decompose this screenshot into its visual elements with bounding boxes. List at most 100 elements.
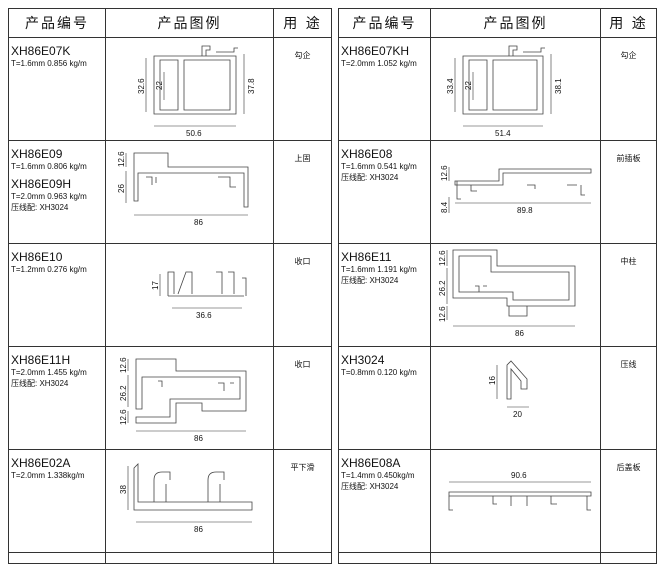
dim-right: 37.8: [247, 78, 256, 94]
product-figure: 16 20: [430, 346, 601, 450]
use-label: 前插板: [616, 154, 641, 163]
dim-width: 51.4: [495, 129, 511, 138]
profile-drawing: 12.6 26.2 12.6 86: [438, 249, 576, 338]
product-figure: 12.6 8.4 89.8: [430, 140, 601, 244]
product-code: XH86E11: [341, 250, 392, 264]
dim-bottom: 8.4: [440, 201, 449, 213]
pairing-note: 压线配: XH3024: [341, 276, 399, 285]
product-info: XH86E08A T=1.4mm 0.450kg/m 压线配: XH3024: [338, 449, 431, 553]
product-use: 压线: [600, 346, 657, 450]
profile-drawing: 33.4 22 38.1 51.4: [446, 45, 563, 138]
product-figure: 12.6 26 86: [105, 140, 274, 244]
use-label: 收口: [294, 257, 311, 266]
use-label: 勾企: [294, 51, 311, 60]
product-spec: T=1.6mm 0.541 kg/m: [341, 162, 417, 171]
product-spec: T=1.4mm 0.450kg/m: [341, 471, 415, 480]
product-spec: T=1.6mm 0.806 kg/m: [11, 162, 87, 171]
product-figure: 32.6 22 37.8 50.6: [105, 37, 274, 141]
use-label: 平下滑: [290, 463, 315, 472]
dim-width: 50.6: [186, 129, 202, 138]
dim-height: 17: [151, 281, 160, 290]
dim-width: 90.6: [511, 471, 527, 480]
product-use: 后盖板: [600, 449, 657, 553]
product-figure: 17 36.6: [105, 243, 274, 347]
profile-drawing: 12.6 26.2 12.6 86: [119, 357, 247, 443]
profile-drawing: 90.6: [448, 471, 592, 511]
pairing-note: 压线配: XH3024: [11, 379, 69, 388]
table-row: XH86E08 T=1.6mm 0.541 kg/m 压线配: XH3024 1…: [338, 140, 657, 244]
product-use: 勾企: [273, 37, 332, 141]
table-row: XH86E09 T=1.6mm 0.806 kg/m XH86E09H T=2.…: [8, 140, 332, 244]
product-info: XH86E02A T=2.0mm 1.338kg/m: [8, 449, 106, 553]
dim-height: 32.6: [137, 78, 146, 94]
product-use: 收口: [273, 346, 332, 450]
table-row: XH3024 T=0.8mm 0.120 kg/m 16 20 压线: [338, 346, 657, 450]
table-row: XH86E07KH T=2.0mm 1.052 kg/m 33.4 22 38.…: [338, 37, 657, 141]
product-info: XH86E11H T=2.0mm 1.455 kg/m 压线配: XH3024: [8, 346, 106, 450]
dim-width: 20: [513, 410, 522, 419]
header-figure: 产品图例: [430, 8, 601, 38]
table-row: XH86E11H T=2.0mm 1.455 kg/m 压线配: XH3024 …: [8, 346, 332, 450]
pairing-note: 压线配: XH3024: [341, 482, 399, 491]
pairing-note: 压线配: XH3024: [341, 173, 399, 182]
table-row: XH86E08A T=1.4mm 0.450kg/m 压线配: XH3024 9…: [338, 449, 657, 553]
table-row: XH86E11 T=1.6mm 1.191 kg/m 压线配: XH3024 1…: [338, 243, 657, 347]
profile-drawing: 32.6 22 37.8 50.6: [137, 45, 256, 138]
table-row: XH86E07K T=1.6mm 0.856 kg/m 32.6 22 37.8…: [8, 37, 332, 141]
table-row-partial: [338, 552, 657, 564]
use-label: 收口: [294, 360, 311, 369]
profile-drawing: 12.6 26 86: [117, 151, 249, 227]
product-code: XH86E08A: [341, 456, 401, 470]
dim-top: 12.6: [117, 151, 126, 167]
product-code: XH86E10: [11, 250, 63, 264]
product-figure: 12.6 26.2 12.6 86: [105, 346, 274, 450]
dim-width: 89.8: [517, 206, 533, 215]
profile-drawing: 16 20: [488, 360, 529, 419]
product-info: XH86E10 T=1.2mm 0.276 kg/m: [8, 243, 106, 347]
product-spec: T=0.8mm 0.120 kg/m: [341, 368, 417, 377]
right-catalog-table: 产品编号 产品图例 用 途 XH86E07KH T=2.0mm 1.052 kg…: [338, 8, 657, 564]
dim-right: 38.1: [554, 78, 563, 94]
product-code: XH86E07K: [11, 44, 71, 58]
dim-height: 16: [488, 376, 497, 385]
product-spec: T=1.2mm 0.276 kg/m: [11, 265, 87, 274]
product-spec-alt: T=2.0mm 0.963 kg/m: [11, 192, 87, 201]
product-code: XH86E09: [11, 147, 63, 161]
product-code: XH86E07KH: [341, 44, 410, 58]
header-code: 产品编号: [8, 8, 106, 38]
dim-width: 86: [194, 434, 203, 443]
dim-height: 26: [117, 184, 126, 193]
product-use: 中柱: [600, 243, 657, 347]
dim-mid: 26.2: [119, 385, 128, 401]
use-label: 中柱: [620, 257, 637, 266]
dim-height: 38: [119, 485, 128, 494]
product-use: 勾企: [600, 37, 657, 141]
dim-top: 12.6: [440, 165, 449, 181]
dim-bottom: 12.6: [119, 409, 128, 425]
product-figure: 90.6: [430, 449, 601, 553]
table-row: XH86E02A T=2.0mm 1.338kg/m 38 86 平下滑: [8, 449, 332, 553]
product-spec: T=2.0mm 1.455 kg/m: [11, 368, 87, 377]
product-code: XH86E08: [341, 147, 393, 161]
product-use: 收口: [273, 243, 332, 347]
table-row: XH86E10 T=1.2mm 0.276 kg/m 17 36.6 收口: [8, 243, 332, 347]
header-use: 用 途: [273, 8, 332, 38]
product-spec: T=2.0mm 1.052 kg/m: [341, 59, 417, 68]
header-use: 用 途: [600, 8, 657, 38]
product-info: XH86E07K T=1.6mm 0.856 kg/m: [8, 37, 106, 141]
dim-mid: 26.2: [438, 280, 447, 296]
header-figure: 产品图例: [105, 8, 274, 38]
product-info: XH86E09 T=1.6mm 0.806 kg/m XH86E09H T=2.…: [8, 140, 106, 244]
dim-width: 86: [515, 329, 524, 338]
product-use: 前插板: [600, 140, 657, 244]
product-use: 上固: [273, 140, 332, 244]
use-label: 勾企: [620, 51, 637, 60]
product-use: 平下滑: [273, 449, 332, 553]
product-code: XH3024: [341, 353, 385, 367]
use-label: 后盖板: [616, 463, 641, 472]
dim-width: 86: [194, 525, 203, 534]
dim-width: 36.6: [196, 311, 212, 320]
product-info: XH86E11 T=1.6mm 1.191 kg/m 压线配: XH3024: [338, 243, 431, 347]
product-figure: 12.6 26.2 12.6 86: [430, 243, 601, 347]
product-spec: T=1.6mm 0.856 kg/m: [11, 59, 87, 68]
